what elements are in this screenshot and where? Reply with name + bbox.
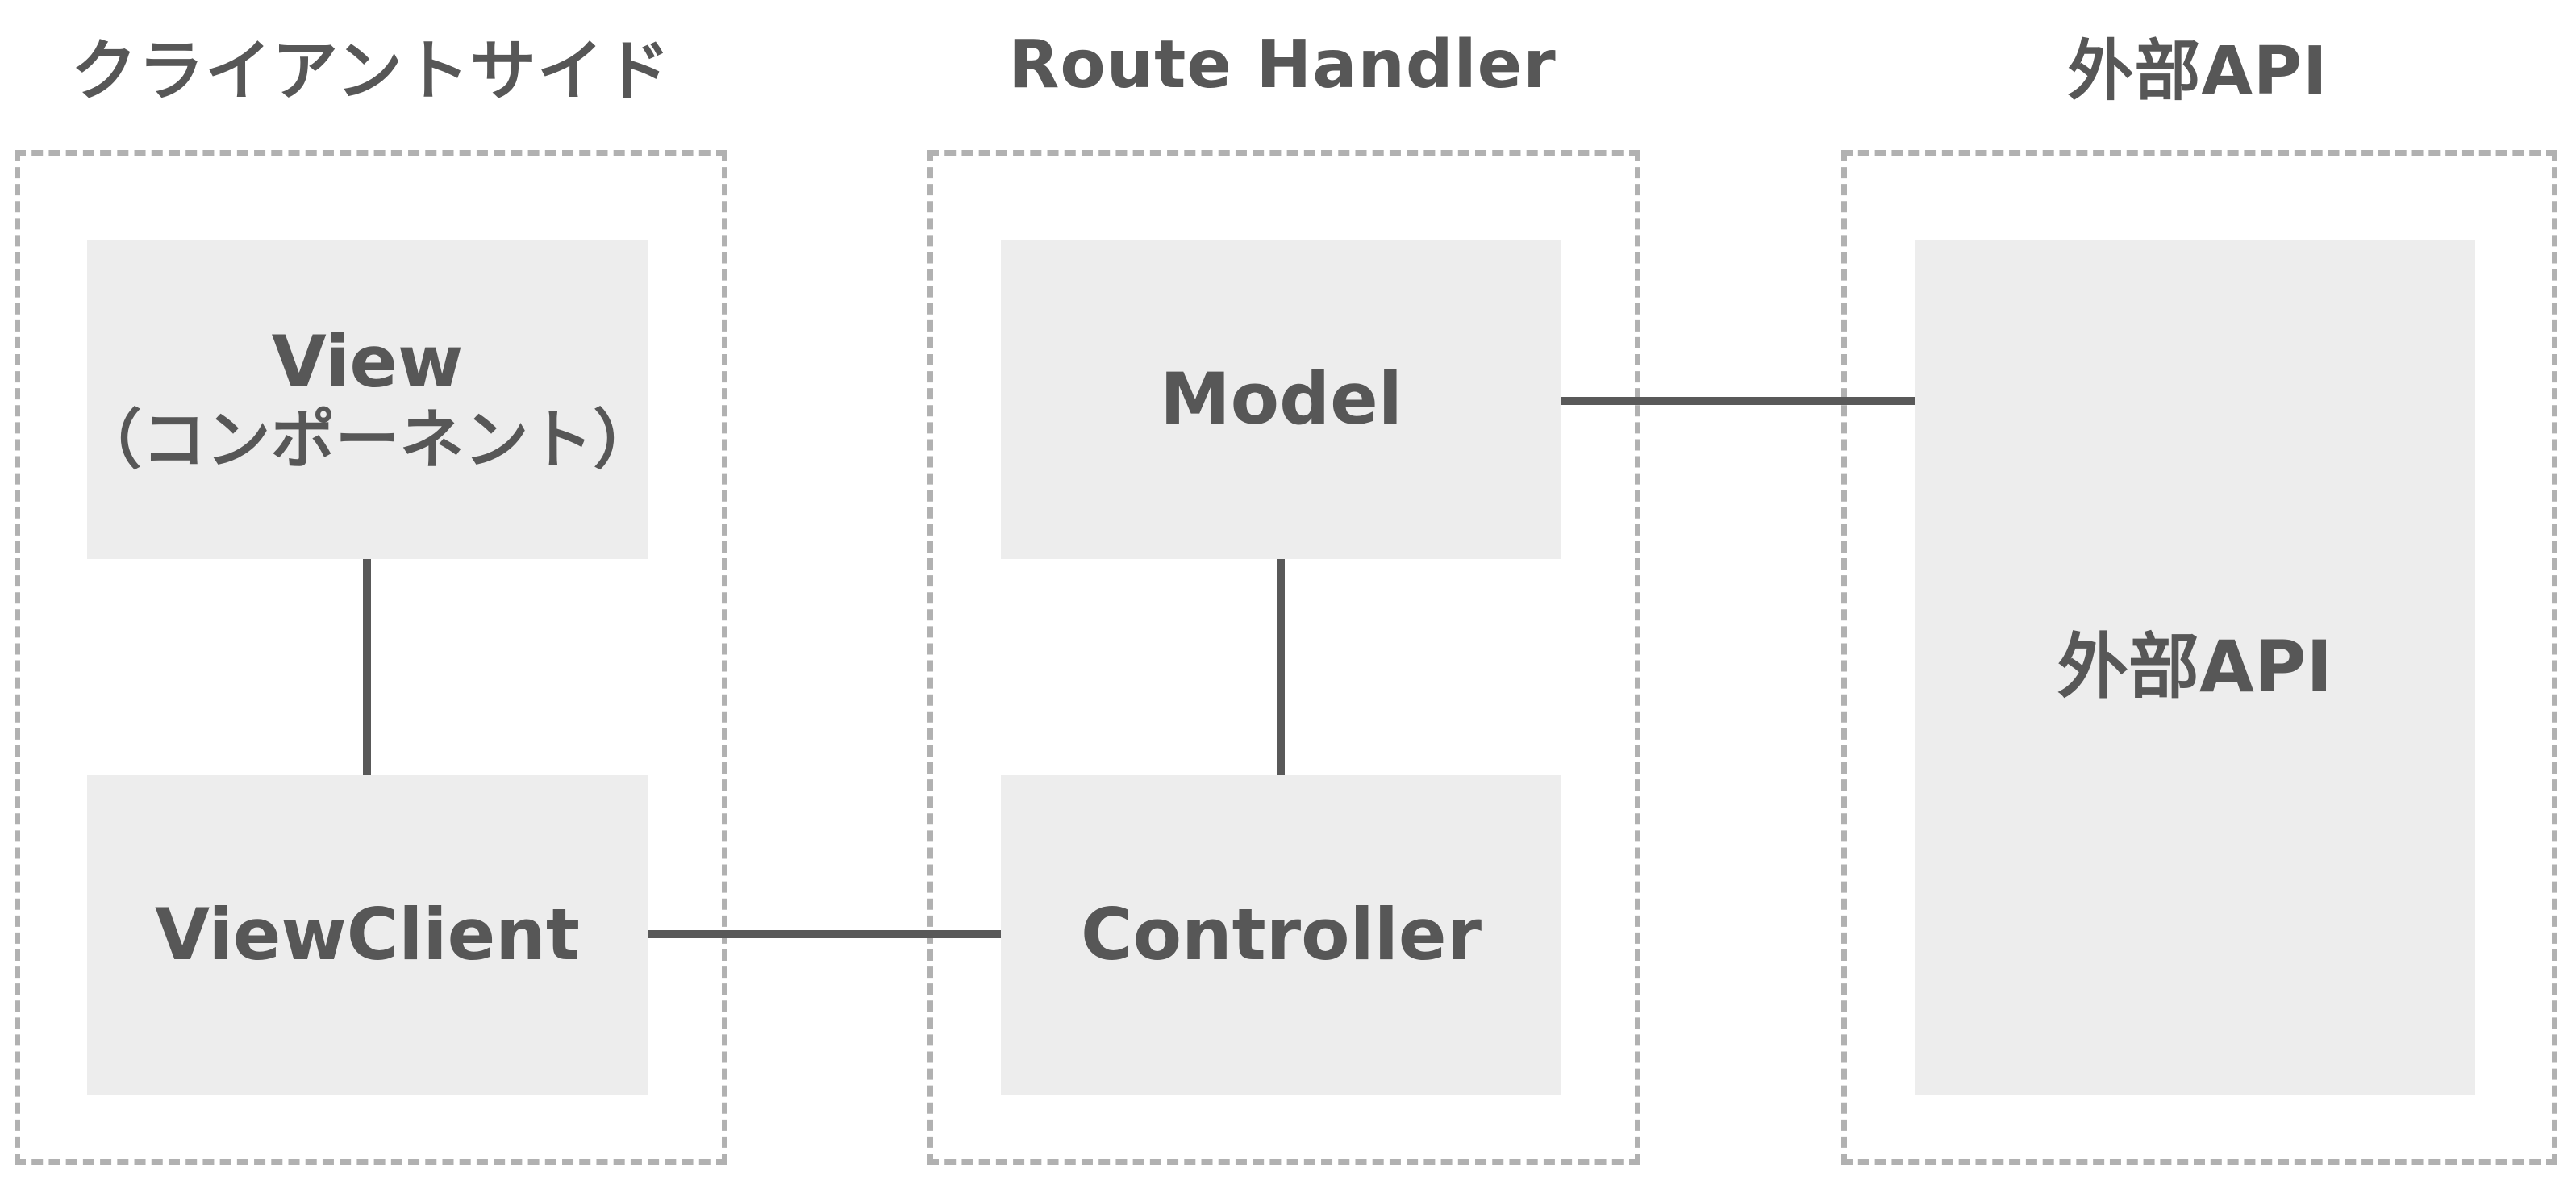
group-title-external-api: 外部API — [2067, 32, 2328, 110]
group-frame-client — [15, 150, 727, 1165]
group-title-route-handler: Route Handler — [1008, 26, 1557, 103]
connector-model-to-controller — [1277, 559, 1285, 775]
external-api-box-label: 外部API — [2057, 625, 2333, 709]
group-frame-route-handler — [927, 150, 1640, 1165]
viewclient-box: ViewClient — [87, 775, 648, 1095]
external-api-box: 外部API — [1915, 240, 2475, 1095]
connector-viewclient-to-controller — [648, 930, 1001, 938]
view-box-subtitle: （コンポーネント） — [77, 402, 658, 478]
connector-model-to-external-api — [1561, 397, 1915, 405]
connector-view-to-viewclient — [363, 559, 371, 775]
controller-box: Controller — [1001, 775, 1561, 1095]
viewclient-box-label: ViewClient — [154, 893, 580, 977]
model-box: Model — [1001, 240, 1561, 559]
model-box-label: Model — [1160, 357, 1403, 441]
group-frame-external-api — [1841, 150, 2557, 1165]
group-title-client: クライアントサイド — [71, 32, 671, 110]
view-box: View （コンポーネント） — [77, 240, 658, 559]
view-box-title: View — [271, 320, 464, 404]
controller-box-label: Controller — [1080, 893, 1482, 977]
